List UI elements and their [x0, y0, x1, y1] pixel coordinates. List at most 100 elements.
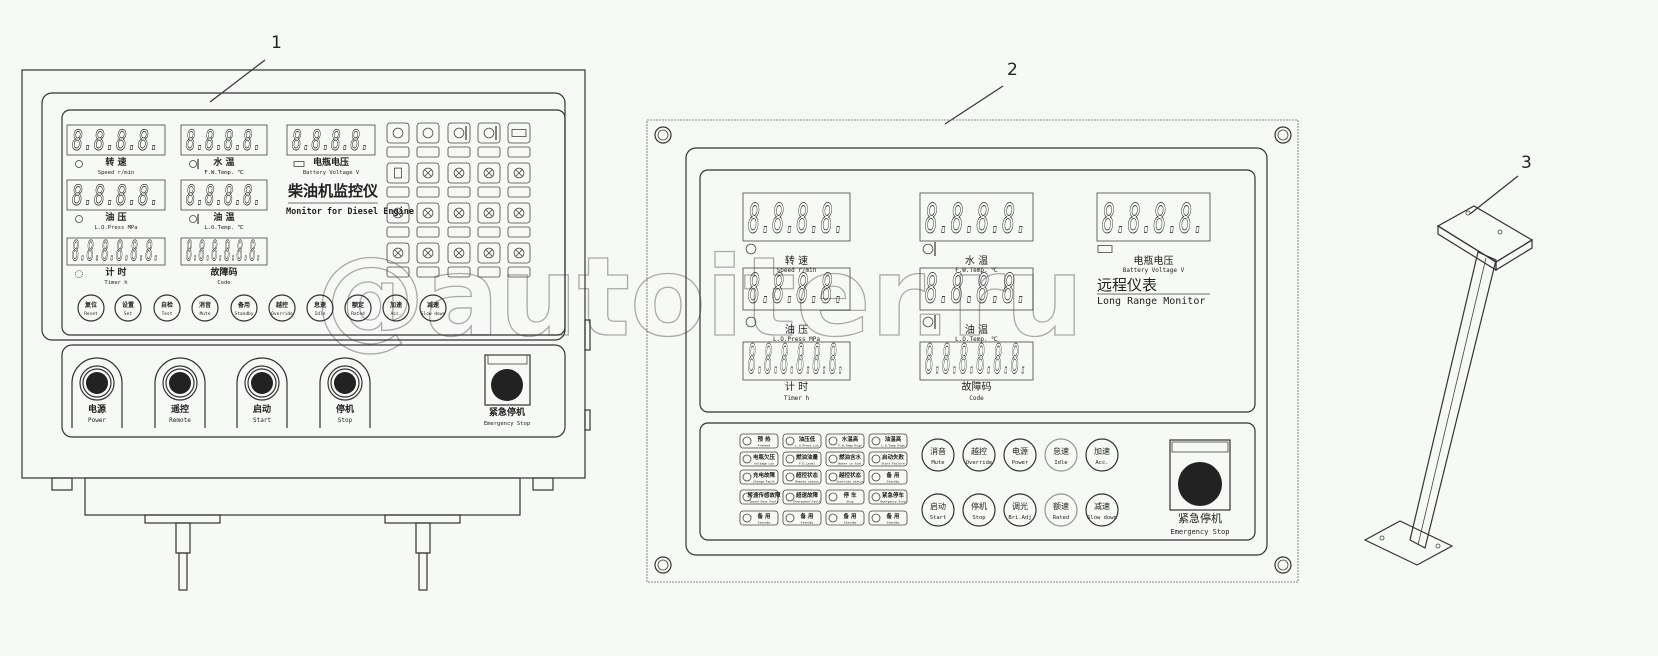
digital-display: 8.8.8.8.8.8.: [919, 337, 1034, 384]
oil-pressure-icon: [745, 316, 757, 328]
display-label-en: L.O.Temp. ℃: [955, 336, 998, 343]
display-label-cn: 电瓶电压: [313, 156, 349, 168]
led-label-cn: 备 用: [800, 512, 814, 520]
battery-icon: [511, 129, 527, 137]
display-label-cn: 故障码: [962, 380, 992, 393]
indicator-lamp: [477, 242, 501, 278]
display-label-en: Battery Voltage V: [303, 170, 360, 176]
svg-text:2: 2: [1007, 60, 1018, 80]
display-label-en: Speed r/min: [98, 170, 134, 176]
led-label-cn: 超速故障: [795, 491, 819, 499]
mounting-hole: [1274, 556, 1292, 574]
button-label-cn: 自检: [161, 301, 173, 309]
display-digits: 8.8.8.8.8.8.: [925, 337, 1028, 383]
digital-display: 8.8.8.8.: [919, 192, 1034, 243]
digital-display: 8.8.8.8.: [742, 192, 851, 243]
panel-button[interactable]: 启动 Start: [921, 493, 955, 527]
button-label-en: Slow down: [1087, 515, 1117, 521]
emergency-stop-label-cn: 紧急停机: [1178, 511, 1222, 525]
led-label-cn: 启动失败: [882, 453, 905, 461]
display-digits: 8.8.8.8.8.8.: [186, 234, 262, 267]
button-label-en: Standby: [235, 311, 254, 317]
display-label-cn: 油 温: [213, 211, 234, 223]
button-label-en: Stop: [972, 515, 985, 521]
battery-icon: [293, 161, 305, 167]
oil-temp-icon: [922, 315, 936, 329]
button-label-en: Set: [124, 311, 132, 317]
digital-display: 8.8.8.8.8.8.: [66, 234, 166, 268]
clock-icon: [75, 270, 83, 278]
switch-label-cn: 电源: [88, 403, 106, 415]
display-label-cn: 转 速: [105, 156, 126, 168]
button-label-cn: 启动: [930, 501, 946, 511]
led-label-en: Emergency Stop: [880, 500, 905, 504]
mounting-hole: [654, 556, 672, 574]
remote-title-cn: 远程仪表: [1097, 276, 1157, 294]
display-label-en: Code: [969, 395, 984, 402]
indicator-lamp: [447, 202, 471, 238]
fuel-icon: [394, 167, 402, 179]
display-label-en: Timer h: [104, 280, 127, 286]
led-label-cn: 越控状态: [838, 471, 862, 479]
callout-2: 2: [944, 60, 1018, 125]
button-label-cn: 越控: [275, 301, 288, 309]
display-label-en: L.O.Press MPa: [773, 336, 820, 343]
button-label-en: Start: [930, 515, 947, 521]
display-label-cn: 电瓶电压: [1134, 254, 1174, 267]
display-label-cn: 转 速: [785, 254, 808, 267]
led-label-cn: 备 用: [757, 512, 771, 520]
display-label-cn: 水 温: [213, 156, 234, 168]
button-label-cn: 怠速: [1053, 446, 1069, 456]
led-label-en: Voltage Low: [754, 462, 774, 466]
callout-3: 3: [1469, 153, 1532, 215]
button-label-en: Slow down: [421, 311, 446, 317]
led-label-cn: 油温高: [885, 435, 902, 443]
indicator-lamp: [447, 162, 471, 198]
long-range-monitor: 远程仪表 Long Range Monitor 8.8.8.8.8.8.8.8.…: [646, 119, 1299, 583]
display-label-cn: 计 时: [105, 266, 126, 278]
display-digits: 8.8.8.8.8.8.: [748, 337, 845, 383]
lamp-icon: [483, 167, 495, 179]
led-label-en: F.O.Level: [799, 462, 815, 466]
digital-display: 8.8.8.8.: [66, 123, 166, 157]
led-label-en: F.W.Temp High: [838, 444, 862, 448]
display-digits: 8.8.8.8.: [925, 266, 1028, 312]
lamp-icon: [513, 247, 525, 259]
led-label-en: Standby: [887, 480, 900, 484]
display-label-en: F.W.Temp. ℃: [955, 267, 998, 274]
lamp-icon: [392, 207, 404, 219]
led-label-en: Override status: [836, 480, 863, 484]
water-temp-icon: [922, 242, 936, 256]
mounting-hole: [654, 126, 672, 144]
